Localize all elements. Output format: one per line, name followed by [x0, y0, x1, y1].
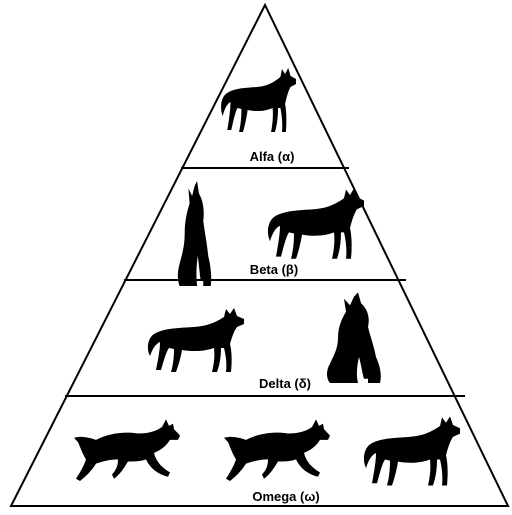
- wolf-icon: [268, 188, 364, 258]
- tier-label-omega: Omega (ω): [252, 490, 319, 503]
- wolf-icon: [224, 419, 330, 481]
- wolf-icon: [178, 181, 211, 286]
- wolf-icon: [148, 308, 244, 372]
- tier-label-beta: Beta (β): [250, 263, 298, 276]
- wolf-icon: [327, 292, 381, 383]
- tier-label-alfa: Alfa (α): [250, 150, 295, 163]
- wolf-icon: [221, 68, 296, 132]
- tier-label-delta: Delta (δ): [259, 377, 311, 390]
- wolf-icon: [74, 419, 180, 481]
- wolf-icon: [364, 416, 460, 485]
